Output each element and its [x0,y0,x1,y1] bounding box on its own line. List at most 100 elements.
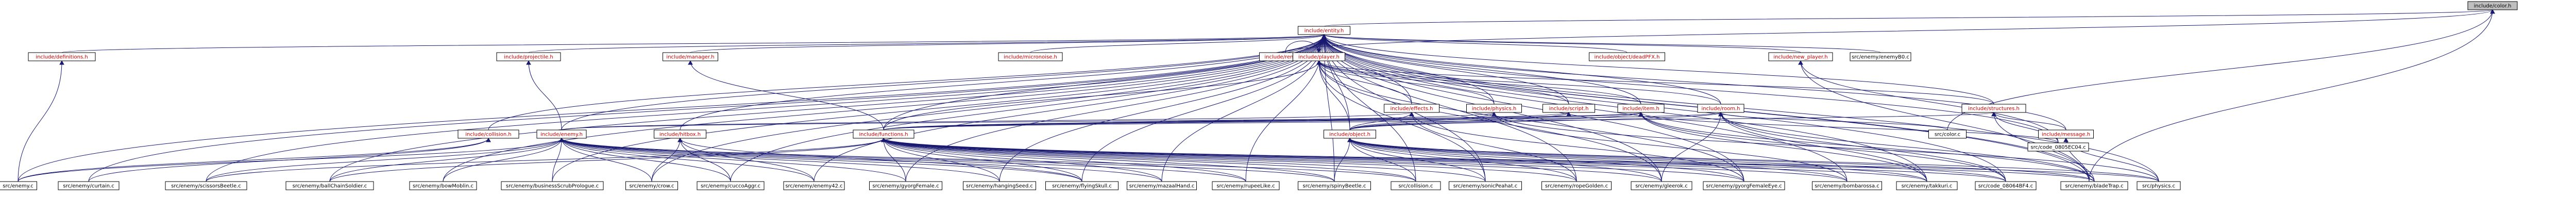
edge-arrowhead [2490,9,2495,14]
edge-ballchain-to-enemyh [329,137,564,182]
edge-line [1349,138,1927,182]
node-label: include/entity.h [1304,28,1344,34]
node-label: src/enemy/flyingSkull.c [1052,184,1112,189]
node-box [963,181,1036,190]
node-label: src/enemy/ballChainSoldier.c [293,184,367,189]
edge-line [883,138,1082,182]
node-code0805[interactable]: src/code_0805EC04.c [2027,142,2089,152]
node-box [783,181,845,190]
edge-arrowhead [1638,111,1643,117]
node-message[interactable]: include/message.h [2038,129,2094,139]
node-micronoise[interactable]: include/micronoise.h [998,52,1063,61]
edge-line [1324,34,2006,182]
node-label: include/physics.h [1472,106,1516,112]
node-rupeelike[interactable]: src/enemy/rupeeLike.c [1212,181,1280,190]
node-gleerok[interactable]: src/enemy/gleerok.c [1631,181,1692,190]
node-room[interactable]: include/room.h [1697,104,1744,113]
node-color_c[interactable]: src/color.c [1928,129,1967,139]
edge-line [1349,112,1641,131]
node-bowmoblin[interactable]: src/enemy/bowMoblin.c [409,181,477,190]
node-label: src/enemy/ropeGolden.c [1545,184,1608,189]
node-item[interactable]: include/item.h [1617,104,1665,113]
node-projectile[interactable]: include/projectile.h [496,52,561,61]
node-enemy42[interactable]: src/enemy/enemy42.c [783,181,845,190]
graph-nodes: include/color.h include/entity.h include/r… [0,1,2518,190]
node-object[interactable]: include/object.h [1324,129,1376,139]
node-label: src/code_0805EC04.c [2030,145,2086,151]
node-bladetrap[interactable]: src/enemy/bladeTrap.c [2060,181,2128,190]
node-structures[interactable]: include/structures.h [1961,104,2026,113]
edge-line [329,138,884,182]
node-business[interactable]: src/enemy/businessScrubPrologue.c [501,181,604,190]
node-box [1631,181,1692,190]
node-label: include/room.h [1702,106,1740,112]
node-gyorgfemale[interactable]: src/enemy/gyorgFemale.c [869,181,942,190]
node-label: include/message.h [2042,132,2090,138]
node-collision[interactable]: include/collision.h [457,129,519,139]
node-collision_c[interactable]: src/collision.c [1391,181,1441,190]
node-e_c[interactable]: src/enemy.c [0,181,37,190]
node-enemyh[interactable]: include/enemy.h [536,129,587,139]
node-code08064[interactable]: src/code_08064BF4.c [1975,181,2037,190]
edge-line [1318,60,1495,105]
node-sonicpeahat[interactable]: src/enemy/sonicPeahat.c [1449,181,1522,190]
node-cuccoagg[interactable]: src/enemy/cuccoAggr.c [697,181,765,190]
edge-line [1640,112,1927,182]
node-label: src/enemy/scissorsBeetle.c [171,184,241,189]
node-definitions[interactable]: include/definitions.h [28,52,96,61]
node-label: include/hitbox.h [659,132,701,138]
edge-line [88,34,1325,182]
node-gyorgeyes[interactable]: src/enemy/gyorgFemaleEye.c [1703,181,1785,190]
node-box [1541,181,1612,190]
node-spinybeetle[interactable]: src/enemy/spinyBeetle.c [1298,181,1371,190]
node-hitbox[interactable]: include/hitbox.h [654,129,706,139]
edge-line [1349,112,1412,131]
node-label: include/enemy.h [540,132,583,138]
node-manager[interactable]: include/manager.h [663,52,718,61]
node-effects[interactable]: include/effects.h [1384,104,1439,113]
node-ballchain[interactable]: src/enemy/ballChainSoldier.c [285,181,374,190]
node-label: include/item.h [1622,106,1659,112]
node-player[interactable]: include/player.h [1293,52,1345,61]
node-bombarossa[interactable]: src/enemy/bombarossa.c [1812,181,1882,190]
edge-line [443,34,1325,182]
edge-line [443,138,562,182]
node-label: src/enemy/enemyB0.c [1852,55,1909,60]
edge-line [1324,34,1569,105]
edge-line [1349,138,1744,182]
node-flyingskull[interactable]: src/enemy/flyingSkull.c [1045,181,1118,190]
node-box [285,181,374,190]
node-box [1127,181,1197,190]
node-entity[interactable]: include/entity.h [1298,26,1350,35]
node-deadpfx[interactable]: include/object/deadPFX.h [1589,52,1665,61]
node-physics[interactable]: include/physics.h [1466,104,1522,113]
node-mazaalhand[interactable]: src/enemy/mazaalHand.c [1127,181,1197,190]
node-box [536,129,587,139]
node-box [1961,104,2026,113]
node-box [1812,181,1882,190]
node-box [28,52,96,61]
node-crow[interactable]: src/enemy/crow.c [625,181,678,190]
edge-line [488,34,1325,131]
node-functions[interactable]: include/functions.h [853,129,914,139]
node-scissors[interactable]: src/enemy/scissorsBeetle.c [165,181,247,190]
node-label: src/collision.c [1398,184,1433,189]
node-physics_c[interactable]: src/physics.c [2137,181,2181,190]
node-script[interactable]: include/script.h [1543,104,1595,113]
node-label: include/projectile.h [504,55,553,60]
edge-structures-to-player [1316,60,1994,105]
node-enemyb[interactable]: src/enemy/enemyB0.c [1850,52,1911,61]
node-hangingseed[interactable]: src/enemy/hangingSeed.c [963,181,1036,190]
edge-line [814,34,1325,182]
node-curtain[interactable]: src/enemy/curtain.c [58,181,120,190]
node-box [58,181,120,190]
node-label: include/color.h [2474,4,2512,9]
node-takkuri[interactable]: src/enemy/takkuri.c [1896,181,1958,190]
node-ropegolden[interactable]: src/enemy/ropeGolden.c [1541,181,1612,190]
edge-line [1318,60,1412,105]
node-label: src/enemy/crow.c [629,184,674,189]
edge-line [1285,9,2493,53]
node-newplayer[interactable]: include/new_player.h [1768,52,1833,61]
edge-line [561,112,1641,131]
